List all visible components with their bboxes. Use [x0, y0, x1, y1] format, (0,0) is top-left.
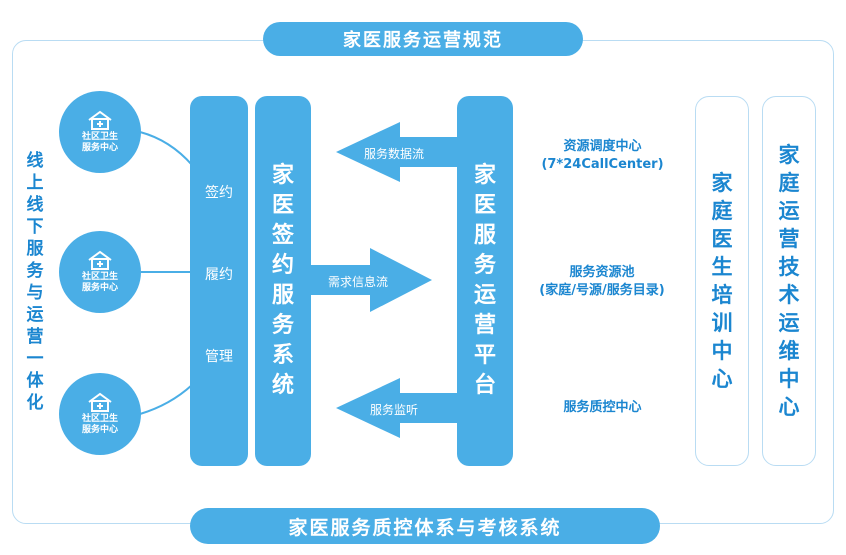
- platform-char: 家: [473, 163, 496, 188]
- ops-char: 技: [778, 255, 800, 279]
- left-label-char: 体: [26, 371, 44, 391]
- platform-char: 台: [473, 373, 496, 398]
- family-doctor-training-center: 家 庭 医 生 培 训 中 心: [695, 96, 749, 466]
- connector-line-top: [139, 131, 193, 166]
- center-label-line2: 服务中心: [81, 143, 118, 153]
- platform-char: 医: [473, 193, 496, 218]
- service-qc-center: 服务质控中心: [520, 399, 685, 417]
- demand-info-flow-label: 需求信息流: [328, 275, 389, 289]
- left-label-char: 服: [26, 239, 44, 259]
- family-operation-tech-center: 家 庭 运 营 技 术 运 维 中 心: [762, 96, 816, 466]
- center-label-line1: 社区卫生: [81, 132, 118, 142]
- manage-label: 管理: [205, 349, 233, 365]
- ops-char: 中: [778, 367, 800, 391]
- training-char: 生: [711, 255, 733, 279]
- platform-char: 营: [473, 313, 496, 338]
- sign-system-char: 服: [271, 283, 294, 308]
- management-column: 签约 履约 管理: [190, 96, 248, 466]
- pool-subtitle: (家庭/号源/服务目录): [539, 283, 665, 298]
- dispatch-title: 资源调度中心: [563, 139, 642, 154]
- house-cross-icon: [88, 110, 112, 130]
- left-label-char: 下: [26, 217, 44, 237]
- center-label-line1: 社区卫生: [81, 414, 118, 424]
- center-label-line2: 服务中心: [81, 283, 118, 293]
- platform-char: 务: [473, 253, 496, 278]
- left-label-char: 线: [26, 151, 44, 171]
- training-char: 培: [711, 283, 733, 307]
- community-center-middle: 社区卫生 服务中心: [59, 231, 141, 313]
- platform-char: 运: [473, 283, 496, 308]
- training-char: 庭: [711, 199, 733, 223]
- left-label-char: 与: [26, 283, 44, 303]
- community-center-top: 社区卫生 服务中心: [59, 91, 141, 173]
- training-char: 医: [711, 227, 733, 251]
- ops-char: 运: [778, 199, 800, 223]
- qc-title: 服务质控中心: [563, 400, 642, 415]
- house-cross-icon: [88, 250, 112, 270]
- training-char: 训: [711, 311, 733, 335]
- house-cross-icon: [88, 392, 112, 412]
- center-label-line1: 社区卫生: [81, 272, 118, 282]
- arrow-service-monitor: [336, 378, 457, 438]
- dispatch-subtitle: (7*24CallCenter): [541, 157, 664, 172]
- left-label-char: 务: [26, 261, 44, 281]
- arrow-service-data: [336, 122, 457, 182]
- ops-char: 家: [778, 143, 800, 167]
- bottom-banner: 家医服务质控体系与考核系统: [190, 508, 660, 544]
- left-label-char: 运: [26, 305, 44, 325]
- left-label-char: 营: [26, 327, 44, 347]
- resource-dispatch-center: 资源调度中心 (7*24CallCenter): [520, 138, 685, 174]
- sign-system-char: 签: [271, 223, 294, 248]
- left-label-char: 线: [26, 195, 44, 215]
- ops-char: 运: [778, 311, 800, 335]
- sign-system-char: 统: [271, 373, 294, 398]
- community-center-bottom: 社区卫生 服务中心: [59, 373, 141, 455]
- fulfill-label: 履约: [205, 267, 233, 283]
- training-char: 中: [711, 339, 733, 363]
- top-banner: 家医服务运营规范: [263, 22, 583, 56]
- ops-char: 营: [778, 227, 800, 251]
- center-label-line2: 服务中心: [81, 425, 118, 435]
- service-resource-pool: 服务资源池 (家庭/号源/服务目录): [512, 264, 692, 300]
- sign-service-system-column: 家 医 签 约 服 务 系 统: [255, 96, 311, 466]
- sign-system-char: 家: [271, 163, 294, 188]
- ops-char: 术: [778, 283, 800, 307]
- ops-char: 心: [778, 395, 800, 419]
- platform-char: 服: [473, 223, 496, 248]
- operation-platform-column: 家 医 服 务 运 营 平 台: [457, 96, 513, 466]
- left-label-char: 上: [26, 173, 44, 193]
- platform-char: 平: [473, 343, 496, 368]
- sign-system-char: 约: [271, 253, 294, 278]
- sign-label: 签约: [205, 185, 233, 201]
- pool-title: 服务资源池: [569, 265, 635, 280]
- service-data-flow-label: 服务数据流: [364, 147, 425, 161]
- connector-line-bottom: [139, 384, 193, 415]
- arrow-demand-info: [311, 248, 432, 312]
- left-label-char: 一: [26, 349, 44, 369]
- training-char: 家: [711, 171, 733, 195]
- sign-system-char: 务: [271, 313, 294, 338]
- left-label-char: 化: [26, 393, 44, 413]
- sign-system-char: 医: [271, 193, 294, 218]
- ops-char: 维: [778, 339, 800, 363]
- left-vertical-label: 线 上 线 下 服 务 与 运 营 一 体 化: [20, 150, 50, 413]
- service-monitor-label: 服务监听: [370, 403, 419, 417]
- ops-char: 庭: [778, 171, 800, 195]
- sign-system-char: 系: [271, 343, 294, 368]
- training-char: 心: [711, 367, 733, 391]
